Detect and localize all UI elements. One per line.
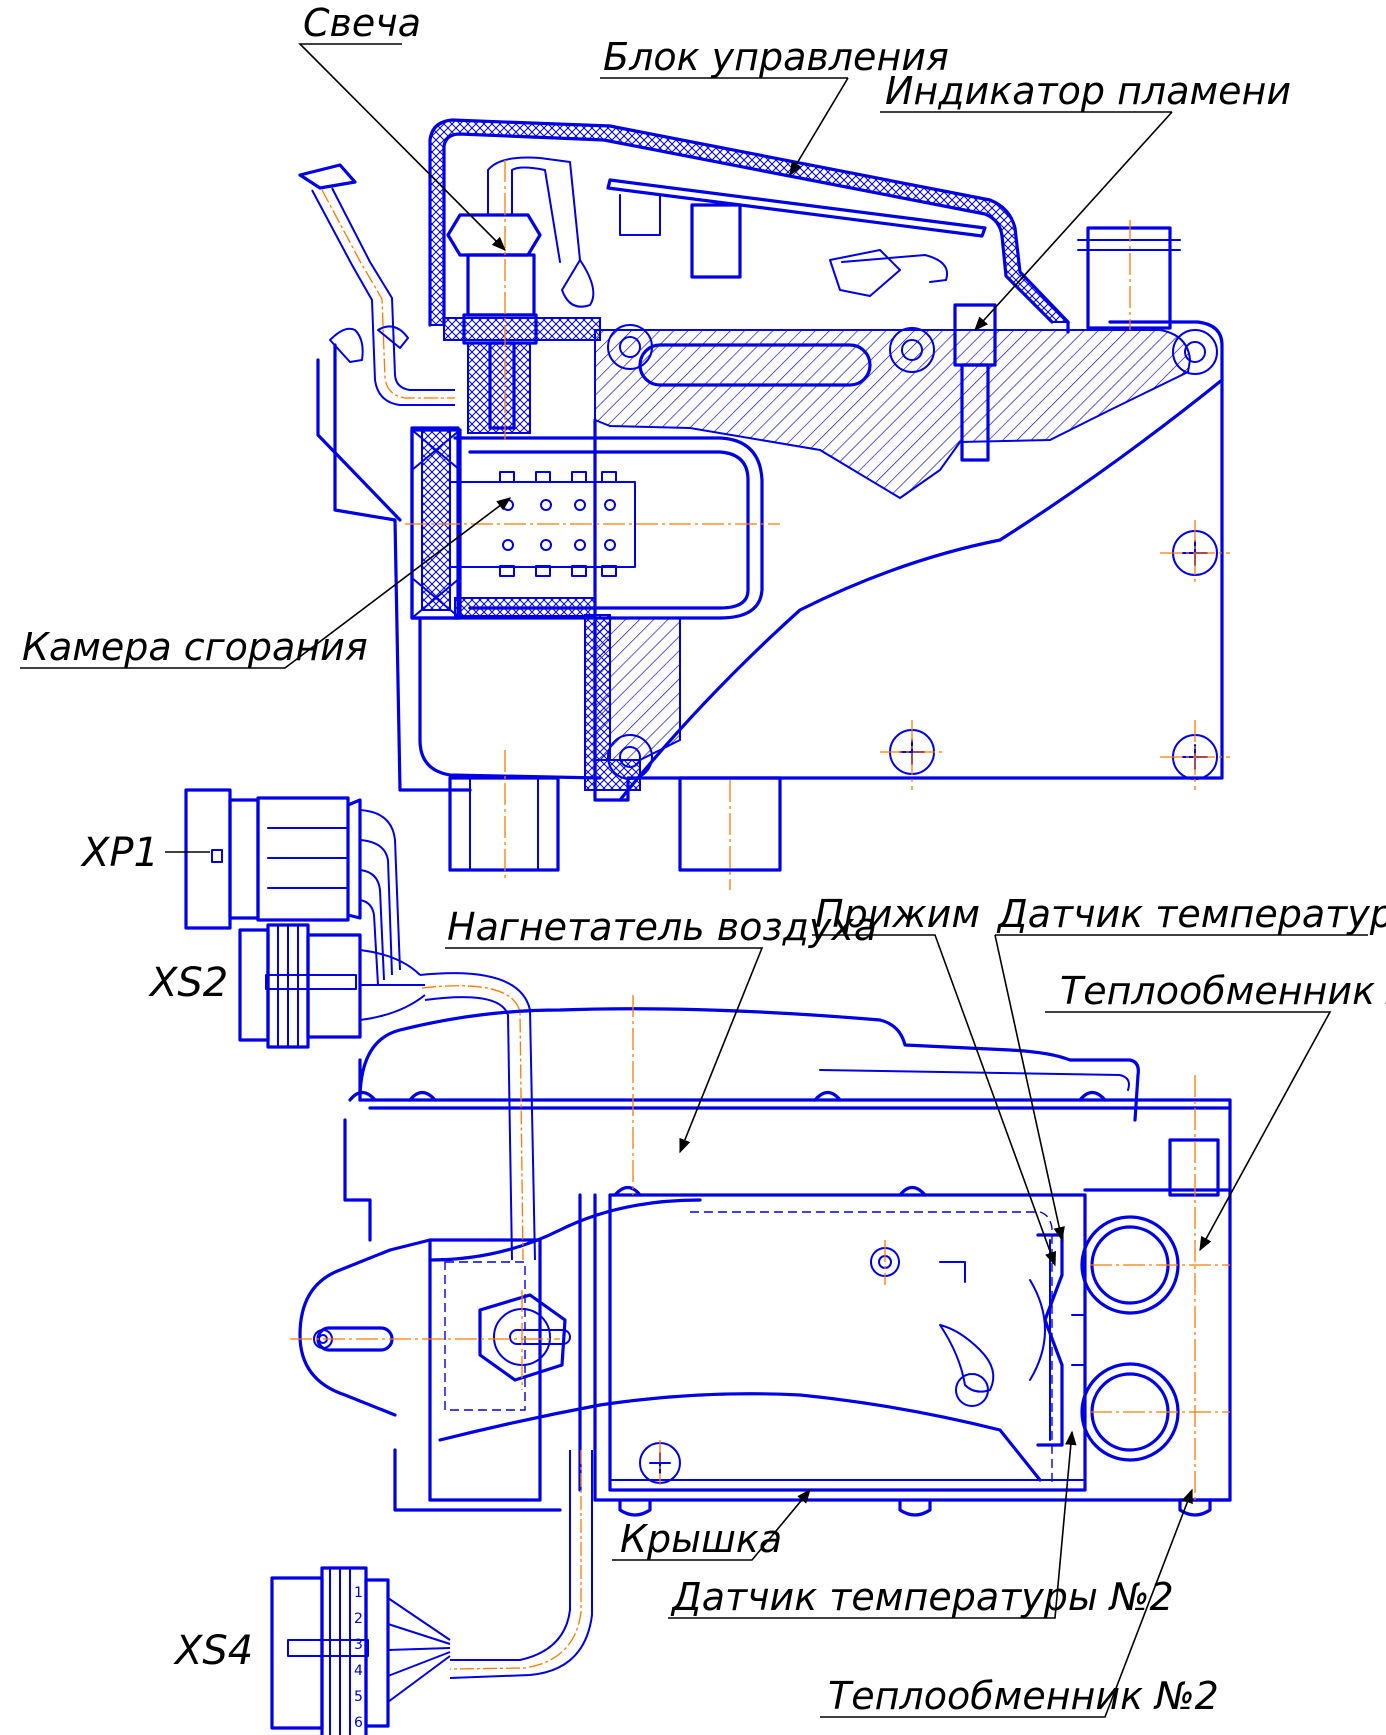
connector-xs4: [270, 1566, 451, 1735]
chamber-holes: [499, 471, 617, 577]
xs4-pin-3: 3: [354, 1637, 363, 1653]
label-xs2: XS2: [148, 960, 228, 1006]
label-teploobmennik-2: Теплообменник №2: [828, 1674, 1219, 1718]
label-teploobmennik-1: Теплообменник №1: [1060, 969, 1386, 1013]
xs4-pin-2: 2: [354, 1611, 363, 1627]
label-xp1: XP1: [80, 830, 159, 876]
label-indikator-plameni: Индикатор пламени: [885, 69, 1291, 113]
label-nagnetatel-vozdukha: Нагнетатель воздуха: [447, 905, 877, 949]
xs4-pin-4: 4: [354, 1663, 363, 1679]
label-prizhim: Прижим: [815, 892, 980, 936]
connector-xs2: [238, 923, 426, 1049]
label-xs4: XS4: [173, 1628, 253, 1674]
glow-plug: [443, 156, 601, 434]
label-kamera-sgoraniya: Камера сгорания: [22, 625, 368, 669]
xs4-pin-6: 6: [354, 1715, 363, 1731]
label-datchik-temperatury-2: Датчик температуры №2: [670, 1575, 1174, 1619]
xs4-pin-numbers: 1 2 3 4 5 6: [354, 1585, 363, 1731]
screws-bottom: [348, 1090, 1212, 1517]
callouts: Свеча Блок управления Индикатор пламени …: [20, 1, 1386, 1731]
label-datchik-temperatury-1: Датчик температуры №1: [996, 892, 1386, 936]
bottom-view: [184, 788, 1232, 1735]
label-svecha: Свеча: [303, 1, 421, 45]
xs4-pin-1: 1: [354, 1585, 363, 1601]
label-kryshka: Крышка: [620, 1517, 782, 1561]
top-section-view: [298, 118, 1230, 890]
xs4-pin-5: 5: [354, 1689, 363, 1705]
label-blok-upravleniya: Блок управления: [603, 35, 949, 79]
connector-xp1: [184, 788, 401, 986]
